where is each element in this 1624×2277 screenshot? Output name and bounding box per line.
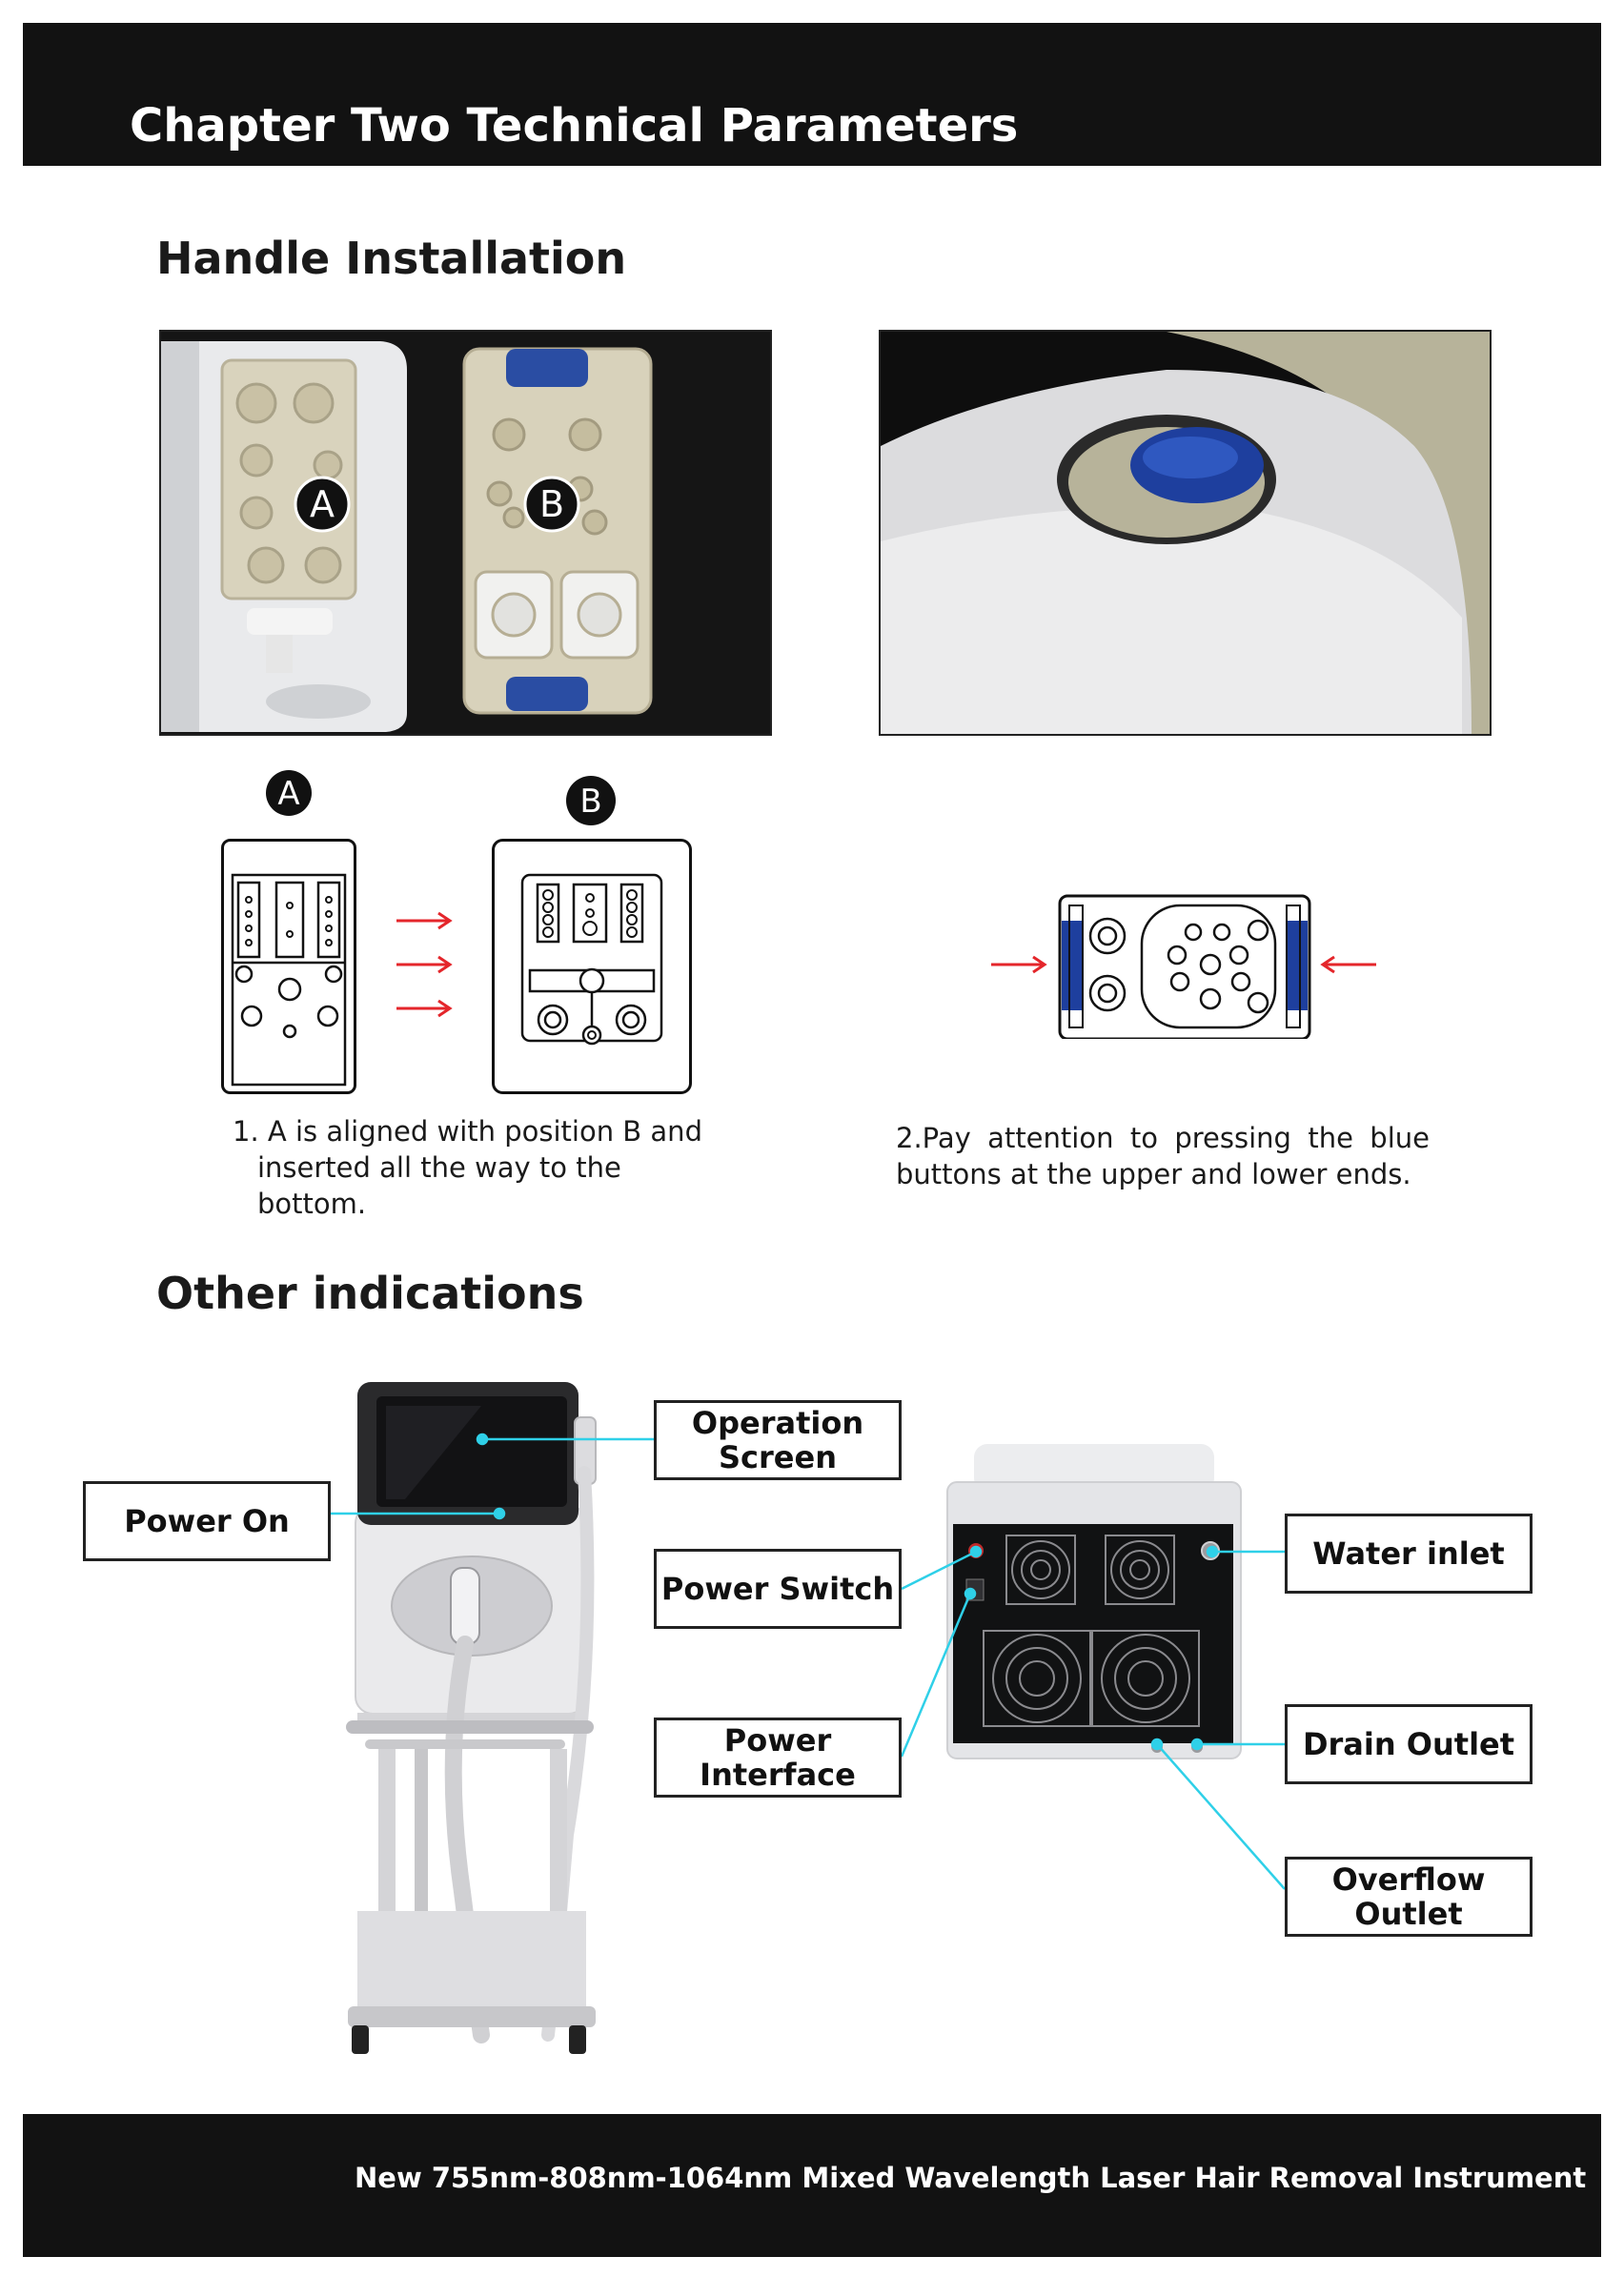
power-on-label: Power On (83, 1481, 331, 1561)
step1-line2: inserted all the way to the bottom. (257, 1151, 621, 1220)
footer-product-title: New 755nm-808nm-1064nm Mixed Wavelength … (355, 2162, 1587, 2194)
operation-screen-label: Operation Screen (654, 1400, 902, 1480)
power-interface-label: Power Interface (654, 1718, 902, 1798)
blue-button-photo (879, 330, 1492, 736)
overflow-outlet-label: Overflow Outlet (1285, 1857, 1533, 1937)
machine-front-image (329, 1377, 615, 2064)
operation-screen-line1: Operation (691, 1405, 864, 1441)
connector-photo: A B (159, 330, 772, 736)
blue-button-diagram (982, 886, 1382, 1039)
photo-marker-b: B (539, 483, 564, 525)
step2-line2: buttons at the upper and lower ends. (896, 1158, 1411, 1190)
water-inlet-label: Water inlet (1285, 1514, 1533, 1594)
other-indications-heading: Other indications (156, 1268, 584, 1319)
photo-marker-a: A (310, 483, 335, 525)
diagram-marker-b-wrap: B (558, 774, 624, 827)
align-arrows (391, 905, 457, 1029)
diagram-marker-b: B (579, 783, 601, 821)
step2-caption: 2.Pay attention to pressing the blue but… (896, 1120, 1430, 1192)
footer-band (23, 2114, 1601, 2257)
diagram-marker-a-wrap: A (217, 769, 370, 817)
handle-installation-heading: Handle Installation (156, 233, 627, 284)
diagram-marker-a: A (277, 775, 299, 813)
diagram-connector-b (492, 839, 692, 1094)
step1-line1: 1. A is aligned with position B and (233, 1115, 702, 1148)
operation-screen-line2: Screen (719, 1439, 837, 1475)
chapter-title: Chapter Two Technical Parameters (130, 99, 1019, 152)
diagram-connector-a (221, 839, 356, 1094)
step2-line1: 2.Pay attention to pressing the blue (896, 1122, 1430, 1154)
drain-outlet-label: Drain Outlet (1285, 1704, 1533, 1784)
header-band (23, 23, 1601, 166)
power-switch-label: Power Switch (654, 1549, 902, 1629)
machine-back-image (942, 1444, 1247, 1763)
step1-caption: 1. A is aligned with position B and inse… (233, 1113, 728, 1222)
